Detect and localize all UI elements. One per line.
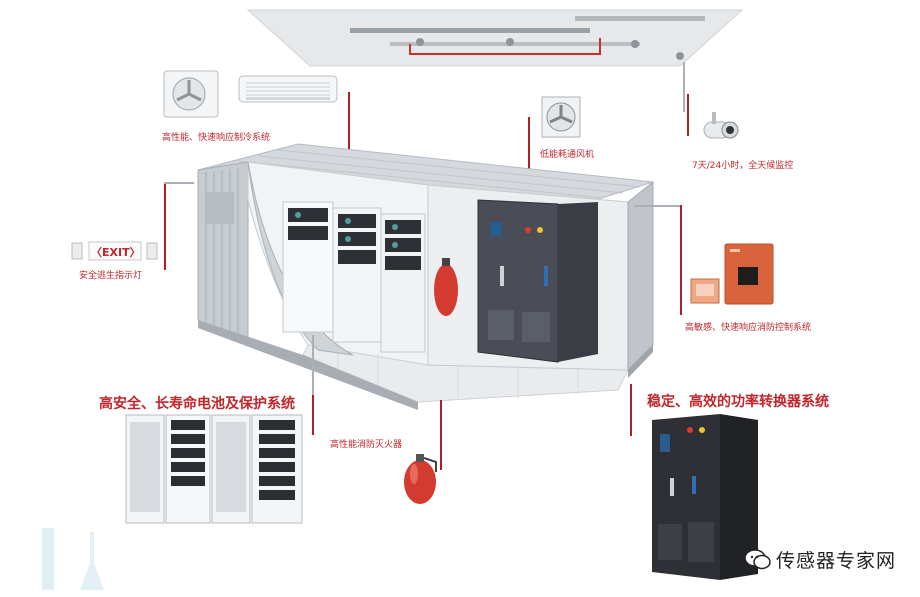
container-illustration [197,143,654,410]
pcs-leader [630,384,632,436]
exit-sign-label: 安全逃生指示灯 [79,271,143,281]
exit-arrow-left: 〈 [91,246,102,259]
extinguisher-leader [440,400,442,470]
cooling-label: 高性能、快速响应制冷系统 [162,133,271,143]
exit-leader [164,182,166,270]
fire-control-label: 高敏感、快速响应消防控制系统 [685,323,812,333]
fan-leader [528,117,530,182]
camera-connector [683,62,685,112]
watermark: 传感器专家网 [744,546,896,573]
camera-icon [703,112,739,139]
exit-text: EXIT [102,246,130,259]
fire-extinguisher-icon [404,454,437,504]
extinguisher-label: 高性能消防灭火器 [330,440,403,450]
battery-label: 高安全、长寿命电池及保护系统 [99,396,295,412]
fire-control-small-unit-icon [690,278,720,304]
fire-control-connector [634,205,680,207]
ac-outdoor-unit-icon [163,70,219,118]
fan-label: 低能耗通风机 [540,150,595,160]
watermark-text: 传感器专家网 [776,550,897,572]
camera-leader [687,94,689,136]
fan-icon [541,96,581,138]
exit-arrow-right: 〉 [129,246,141,259]
battery-cabinet-icon [125,414,303,524]
pcs-cabinet-icon [652,414,758,580]
ceiling-panel [246,9,744,67]
ac-indoor-unit-icon [238,75,338,103]
pcs-label: 稳定、高效的功率转换器系统 [647,394,829,410]
exit-connector [164,182,194,184]
battery-leader [312,395,314,435]
exit-sign-text: 〈EXIT〉 [91,244,141,260]
ac-leader [348,92,350,180]
monitor-label: 7天/24小时，全天候监控 [692,161,794,171]
battery-connector [312,335,314,430]
background-decoration [42,528,104,590]
fire-control-leader [680,205,682,315]
wechat-icon [744,548,771,569]
exit-sign-icon [71,241,158,261]
fire-control-panel-icon [724,243,774,305]
